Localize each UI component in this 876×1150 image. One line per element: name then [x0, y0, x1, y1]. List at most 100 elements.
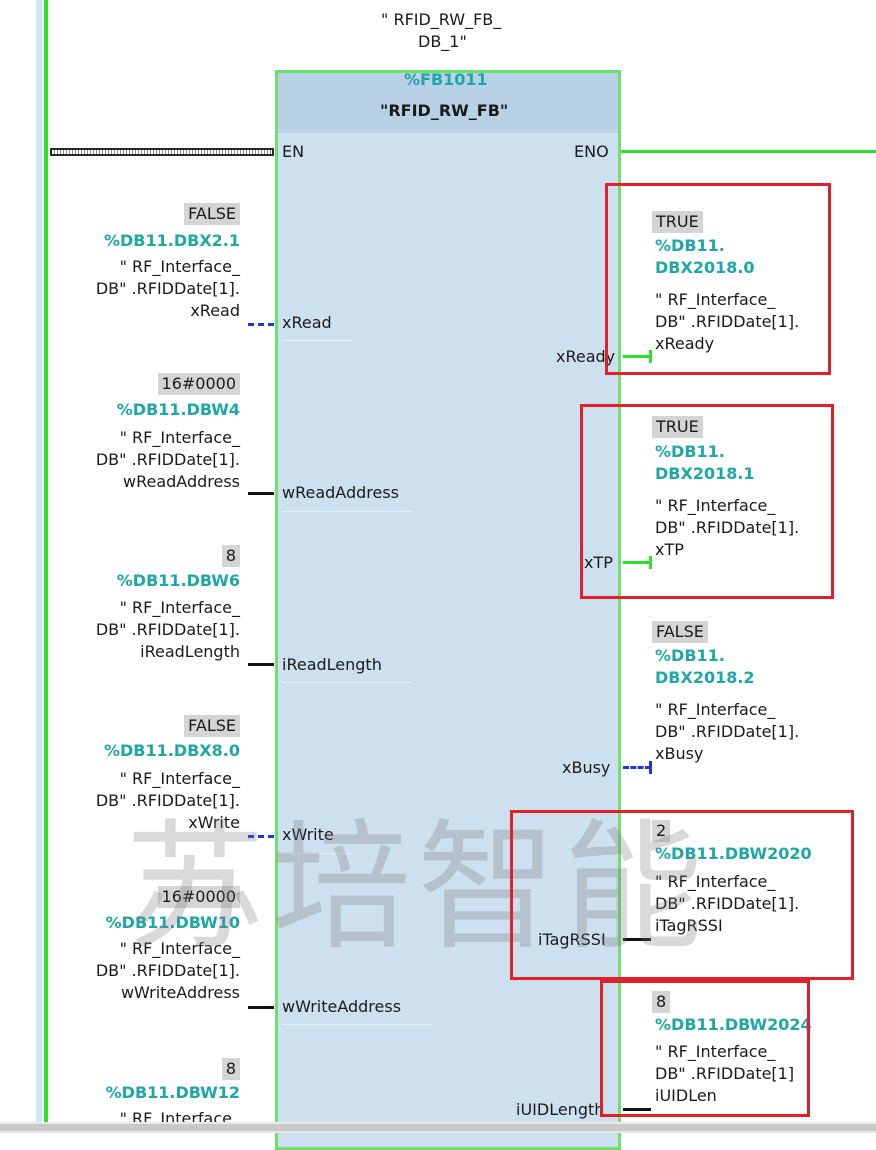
output-symbol-iuidlength-3[interactable]: iUIDLen	[655, 1086, 717, 1105]
input-address-xwrite[interactable]: %DB11.DBX8.0	[103, 741, 240, 760]
watermark: 苏培智能	[125, 807, 710, 970]
input-symbol-wreadaddress-3[interactable]: wReadAddress	[122, 472, 240, 491]
input-address-6[interactable]: %DB11.DBW12	[105, 1083, 240, 1102]
output-symbol-xbusy-1[interactable]: " RF_Interface_	[655, 700, 776, 719]
output-wire-xbusy	[623, 766, 651, 769]
pin-xread[interactable]: xRead	[282, 313, 332, 332]
output-address-xtp-1[interactable]: %DB11.	[655, 442, 725, 461]
pin-underline	[282, 853, 352, 854]
highlight-box-xtp	[580, 404, 834, 599]
input-symbol-wreadaddress-1[interactable]: " RF_Interface_	[119, 428, 240, 447]
output-address-iuidlength[interactable]: %DB11.DBW2024	[655, 1015, 812, 1034]
instance-db-line2[interactable]: DB_1"	[418, 32, 467, 51]
input-value-wreadaddress[interactable]: 16#0000	[157, 373, 240, 395]
input-symbol-xread-2[interactable]: DB" .RFIDDate[1].	[95, 279, 240, 298]
output-address-xready-2[interactable]: DBX2018.0	[655, 258, 755, 277]
output-value-iuidlength[interactable]: 8	[652, 991, 671, 1013]
output-symbol-xbusy-2[interactable]: DB" .RFIDDate[1].	[655, 722, 800, 741]
input-symbol-wwriteaddress-1[interactable]: " RF_Interface_	[119, 939, 240, 958]
output-symbol-itagrssi-2[interactable]: DB" .RFIDDate[1].	[655, 894, 800, 913]
input-symbol-xwrite-2[interactable]: DB" .RFIDDate[1].	[95, 791, 240, 810]
output-address-xbusy-2[interactable]: DBX2018.2	[655, 668, 755, 687]
highlight-box-xready	[605, 183, 831, 375]
output-symbol-xready-3[interactable]: xReady	[655, 334, 715, 353]
output-symbol-xtp-3[interactable]: xTP	[655, 540, 684, 559]
pin-itagrssi[interactable]: iTagRSSI	[538, 930, 606, 949]
output-symbol-xready-2[interactable]: DB" .RFIDDate[1].	[655, 312, 800, 331]
en-input-wire[interactable]	[50, 148, 274, 156]
pin-underline	[282, 1024, 432, 1025]
input-symbol-ireadlength-2[interactable]: DB" .RFIDDate[1].	[95, 620, 240, 639]
highlight-box-iuidlength	[600, 980, 810, 1117]
output-symbol-itagrssi-3[interactable]: iTagRSSI	[655, 916, 723, 935]
input-value-wwriteaddress[interactable]: 16#0000	[157, 886, 240, 908]
input-symbol-xwrite-1[interactable]: " RF_Interface_	[119, 769, 240, 788]
pin-wwriteaddress[interactable]: wWriteAddress	[282, 997, 402, 1016]
input-wire-wwriteaddress	[248, 1006, 274, 1009]
function-block[interactable]	[275, 70, 621, 1150]
input-address-wreadaddress[interactable]: %DB11.DBW4	[116, 400, 240, 419]
output-address-xbusy-1[interactable]: %DB11.	[655, 646, 725, 665]
highlight-box-itagrssi	[510, 810, 854, 980]
pin-wreadaddress[interactable]: wReadAddress	[282, 483, 400, 502]
input-symbol-xread-1[interactable]: " RF_Interface_	[119, 257, 240, 276]
output-address-xready-1[interactable]: %DB11.	[655, 236, 725, 255]
output-wire-itagrssi	[623, 938, 651, 941]
input-wire-wreadaddress	[248, 492, 274, 495]
pin-underline	[282, 682, 412, 683]
pin-iuidlength[interactable]: iUIDLength	[516, 1100, 605, 1119]
scrollbar-thumb[interactable]	[0, 1124, 876, 1131]
output-symbol-iuidlength-2[interactable]: DB" .RFIDDate[1]	[655, 1064, 795, 1083]
input-address-xread[interactable]: %DB11.DBX2.1	[103, 231, 240, 250]
output-value-itagrssi[interactable]: 2	[652, 820, 671, 842]
output-value-xready[interactable]: TRUE	[652, 211, 703, 233]
input-address-ireadlength[interactable]: %DB11.DBW6	[116, 571, 240, 590]
input-value-xread[interactable]: FALSE	[184, 203, 240, 225]
output-address-itagrssi[interactable]: %DB11.DBW2020	[655, 844, 812, 863]
input-wire-xread	[248, 323, 274, 326]
eno-output-wire[interactable]	[621, 150, 876, 153]
pin-xtp[interactable]: xTP	[584, 553, 613, 572]
input-symbol-ireadlength-1[interactable]: " RF_Interface_	[119, 598, 240, 617]
output-address-xtp-2[interactable]: DBX2018.1	[655, 464, 755, 483]
output-wire-xbusy-end	[649, 761, 652, 774]
output-wire-xtp-end	[649, 556, 652, 569]
output-symbol-itagrssi-1[interactable]: " RF_Interface_	[655, 872, 776, 891]
input-symbol-xwrite-3[interactable]: xWrite	[188, 813, 240, 832]
input-symbol-wwriteaddress-2[interactable]: DB" .RFIDDate[1].	[95, 961, 240, 980]
pin-eno[interactable]: ENO	[574, 142, 609, 161]
output-wire-iuidlength	[623, 1108, 651, 1111]
pin-underline	[282, 340, 352, 341]
block-name[interactable]: "RFID_RW_FB"	[380, 101, 509, 120]
input-wire-xwrite	[248, 835, 274, 838]
output-wire-xtp	[623, 561, 651, 564]
left-power-rail	[44, 0, 48, 1122]
output-symbol-xtp-1[interactable]: " RF_Interface_	[655, 496, 776, 515]
input-value-xwrite[interactable]: FALSE	[184, 715, 240, 737]
input-symbol-xread-3[interactable]: xRead	[190, 301, 240, 320]
output-wire-xready	[623, 355, 651, 358]
output-symbol-xready-1[interactable]: " RF_Interface_	[655, 290, 776, 309]
input-value-ireadlength[interactable]: 8	[221, 545, 240, 567]
input-value-6[interactable]: 8	[221, 1058, 240, 1080]
output-symbol-xtp-2[interactable]: DB" .RFIDDate[1].	[655, 518, 800, 537]
input-symbol-ireadlength-3[interactable]: iReadLength	[140, 642, 240, 661]
instance-db-line1[interactable]: " RFID_RW_FB_	[381, 10, 502, 29]
pin-underline	[282, 511, 412, 512]
pin-xbusy[interactable]: xBusy	[562, 758, 611, 777]
output-value-xtp[interactable]: TRUE	[652, 416, 703, 438]
input-symbol-wreadaddress-2[interactable]: DB" .RFIDDate[1].	[95, 450, 240, 469]
pin-xready[interactable]: xReady	[556, 347, 616, 366]
input-symbol-wwriteaddress-3[interactable]: wWriteAddress	[120, 983, 240, 1002]
output-symbol-xbusy-3[interactable]: xBusy	[655, 744, 704, 763]
block-number: %FB1011	[404, 70, 488, 89]
input-wire-ireadlength	[248, 663, 274, 666]
output-value-xbusy[interactable]: FALSE	[652, 621, 708, 643]
pin-ireadlength[interactable]: iReadLength	[282, 655, 382, 674]
pin-en[interactable]: EN	[282, 142, 305, 161]
input-address-wwriteaddress[interactable]: %DB11.DBW10	[105, 913, 240, 932]
function-block-header	[278, 73, 618, 133]
left-rail-shadow	[36, 0, 42, 1122]
pin-xwrite[interactable]: xWrite	[282, 825, 334, 844]
output-symbol-iuidlength-1[interactable]: " RF_Interface_	[655, 1042, 776, 1061]
